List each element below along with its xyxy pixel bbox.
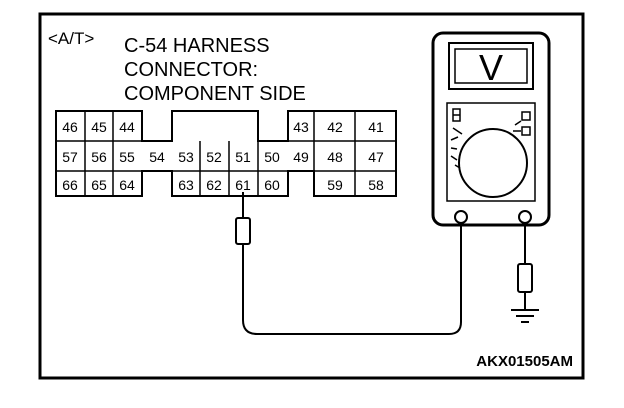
dial-scale-icon <box>450 136 461 169</box>
multimeter-display <box>448 42 534 90</box>
dial-panel <box>446 102 536 202</box>
pin-label: 64 <box>119 177 135 193</box>
pin-label: 55 <box>119 149 135 165</box>
multimeter: V <box>431 31 551 227</box>
display-symbol: V <box>479 47 503 88</box>
pin-label: 53 <box>178 149 194 165</box>
pin-label: 58 <box>368 177 384 193</box>
pin-label: 50 <box>264 149 280 165</box>
pin-label: 60 <box>264 177 280 193</box>
pin-label: 63 <box>178 177 194 193</box>
pin-label: 41 <box>368 119 384 135</box>
probe-wire <box>242 224 462 335</box>
pin-label: 43 <box>293 119 309 135</box>
pin-label: 56 <box>91 149 107 165</box>
ground-lead <box>511 223 539 323</box>
pin-label: 59 <box>327 177 343 193</box>
pin-label: 48 <box>327 149 343 165</box>
rotary-dial-icon <box>458 128 528 198</box>
pin-label: 57 <box>62 149 78 165</box>
pin-label: 52 <box>206 149 222 165</box>
pin-label: 44 <box>119 119 135 135</box>
pin-label: 61 <box>235 177 251 193</box>
indicator-icon <box>521 111 531 121</box>
drawing-code: AKX01505AM <box>476 353 573 370</box>
ground-probe-tip <box>517 263 533 293</box>
pin-label: 47 <box>368 149 384 165</box>
pin-label: 54 <box>149 149 165 165</box>
jack-volt-icon <box>518 210 532 224</box>
connector-outline <box>55 110 397 197</box>
pin-label: 62 <box>206 177 222 193</box>
probe-lead <box>235 192 462 335</box>
probe-tip <box>235 217 251 245</box>
diagram-frame <box>38 12 585 380</box>
connector-tag: <A/T> <box>48 29 94 48</box>
multimeter-body <box>431 31 551 227</box>
pin-label: 46 <box>62 119 78 135</box>
harness-connector <box>55 110 397 197</box>
pin-label: 65 <box>91 177 107 193</box>
pin-label: 42 <box>327 119 343 135</box>
title-line-2: CONNECTOR: <box>124 59 258 81</box>
jack-common-icon <box>454 210 468 224</box>
pin-label: 51 <box>235 149 251 165</box>
pin-label: 66 <box>62 177 78 193</box>
title-line-1: C-54 HARNESS <box>124 35 270 57</box>
indicator-icon <box>521 126 531 136</box>
pin-label: 49 <box>293 149 309 165</box>
pin-label: 45 <box>91 119 107 135</box>
title-line-3: COMPONENT SIDE <box>124 83 306 105</box>
